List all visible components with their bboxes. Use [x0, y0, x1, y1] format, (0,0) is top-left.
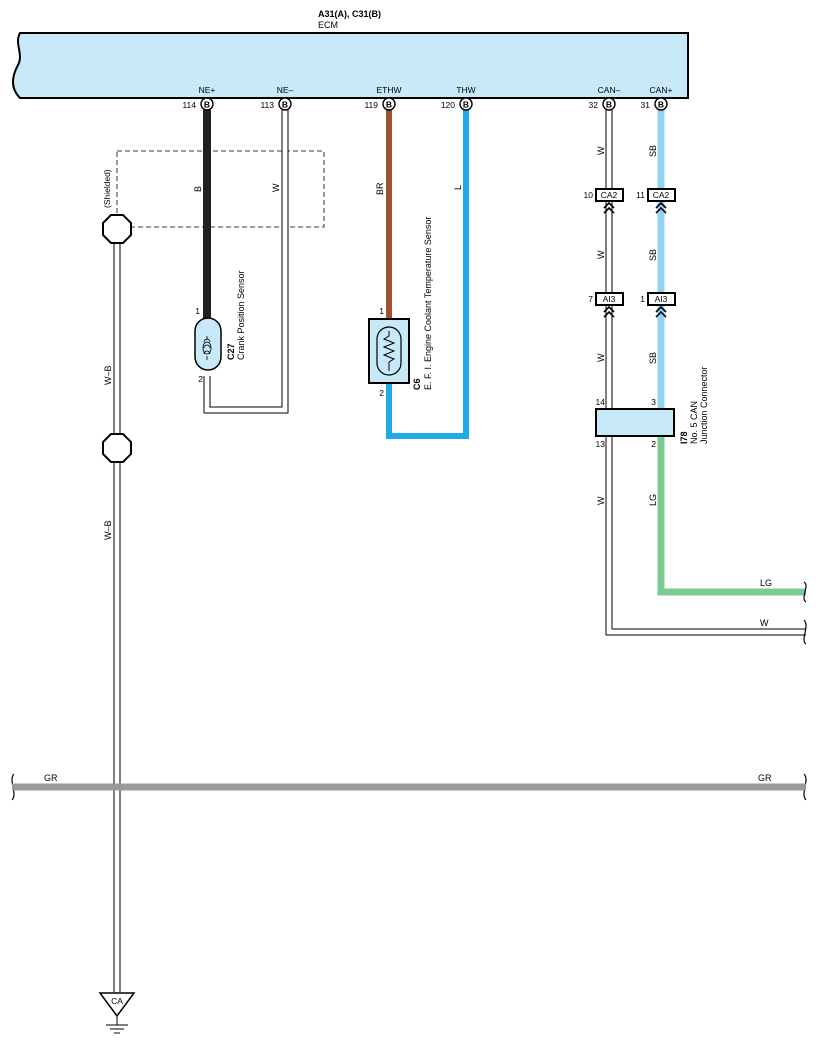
junction-name-1: No. 5 CAN — [689, 401, 699, 444]
pin-signal-can-minus: CAN– — [598, 85, 621, 95]
pin-number-120: 120 — [441, 100, 455, 110]
out-label-lg: LG — [760, 578, 772, 588]
ecm-box — [12, 32, 689, 99]
wire-color-l: L — [453, 185, 463, 190]
gr-label-right: GR — [758, 773, 772, 783]
coolant-pin-1: 1 — [379, 306, 384, 316]
ca2-label-right: CA2 — [653, 190, 670, 200]
pin-number-113: 113 — [260, 100, 274, 110]
wire-label-shield-1: W–B — [103, 365, 113, 385]
wire-color-br: BR — [375, 182, 385, 195]
ground-symbol — [98, 992, 136, 1034]
wire-can-minus-core — [606, 110, 806, 635]
ai3-pin-1: 1 — [640, 294, 645, 304]
pin-number-32: 32 — [589, 100, 599, 110]
ca2-connector — [595, 188, 676, 214]
shield-splice-mid — [102, 433, 132, 463]
coolant-pin-2: 2 — [379, 388, 384, 398]
pin-signal-thw: THW — [456, 85, 475, 95]
ecm-conn-b-31: B — [658, 100, 664, 110]
wire-color-w: W — [271, 183, 281, 192]
ecm-conn-b-119: B — [386, 100, 392, 110]
ecm-connector-code: A31(A), C31(B) — [318, 9, 381, 19]
wire-label-can-minus-3: W — [596, 353, 606, 362]
ecm-name: ECM — [318, 20, 338, 30]
junction-name-2: Junction Connector — [699, 366, 709, 444]
gr-label-left: GR — [44, 773, 58, 783]
ca2-pin-10: 10 — [584, 190, 594, 200]
ai3-label-left: AI3 — [603, 294, 616, 304]
pin-signal-ethw: ETHW — [376, 85, 401, 95]
ecm-conn-b-120: B — [463, 100, 469, 110]
wire-label-can-minus-2: W — [596, 250, 606, 259]
wire-label-shield-2: W–B — [103, 520, 113, 540]
pin-signal-ne-plus: NE+ — [199, 85, 216, 95]
pin-signal-ne-minus: NE– — [277, 85, 294, 95]
ai3-label-right: AI3 — [655, 294, 668, 304]
wire-thw — [386, 110, 469, 439]
crank-position-sensor — [194, 317, 222, 371]
crank-pin-1: 1 — [195, 306, 200, 316]
shield-splice-top — [102, 214, 132, 244]
wire-label-can-plus-4: LG — [648, 494, 658, 506]
wire-label-can-minus-1: W — [596, 146, 606, 155]
wire-color-b: B — [193, 186, 203, 192]
ca2-label-left: CA2 — [601, 190, 618, 200]
pin-number-114: 114 — [182, 100, 196, 110]
shield-box — [116, 150, 325, 228]
coolant-sensor-code: C6 — [412, 378, 422, 390]
crank-pin-2: 2 — [198, 374, 203, 384]
crank-sensor-code: C27 — [226, 343, 236, 360]
ecm-pin-circles — [200, 97, 668, 111]
ai3-connector — [595, 292, 676, 318]
wire-label-can-minus-4: W — [596, 496, 606, 505]
pin-signal-can-plus: CAN+ — [650, 85, 673, 95]
ecm-conn-b-114: B — [204, 100, 210, 110]
pin-number-31: 31 — [641, 100, 651, 110]
junction-pin-2: 2 — [651, 439, 656, 449]
coolant-temp-sensor — [368, 318, 410, 384]
ca2-pin-11: 11 — [636, 190, 645, 200]
junction-pin-3: 3 — [651, 397, 656, 407]
ground-label: CA — [111, 996, 123, 1006]
shielded-label: (Shielded) — [102, 169, 112, 208]
junction-pin-14: 14 — [596, 397, 606, 407]
wire-ne-minus-core — [204, 110, 288, 413]
coolant-sensor-name: E. F. I. Engine Coolant Temperature Sens… — [423, 217, 433, 390]
wire-label-can-plus-1: SB — [648, 145, 658, 157]
crank-sensor-name: Crank Position Sensor — [236, 270, 246, 360]
out-label-w: W — [760, 618, 769, 628]
pin-number-119: 119 — [364, 100, 378, 110]
junction-pin-13: 13 — [596, 439, 606, 449]
ecm-pins: NE+ NE– ETHW THW CAN– CAN+ 114 113 119 1… — [182, 85, 672, 110]
junction-connector — [595, 408, 675, 437]
ai3-pin-7: 7 — [588, 294, 593, 304]
wire-label-can-plus-2: SB — [648, 249, 658, 261]
wire-break-marks — [11, 581, 807, 801]
ecm-conn-b-113: B — [282, 100, 288, 110]
wire-label-can-plus-3: SB — [648, 352, 658, 364]
junction-code: I78 — [679, 431, 689, 444]
ecm-conn-b-32: B — [606, 100, 612, 110]
wire-lg — [657, 436, 806, 596]
